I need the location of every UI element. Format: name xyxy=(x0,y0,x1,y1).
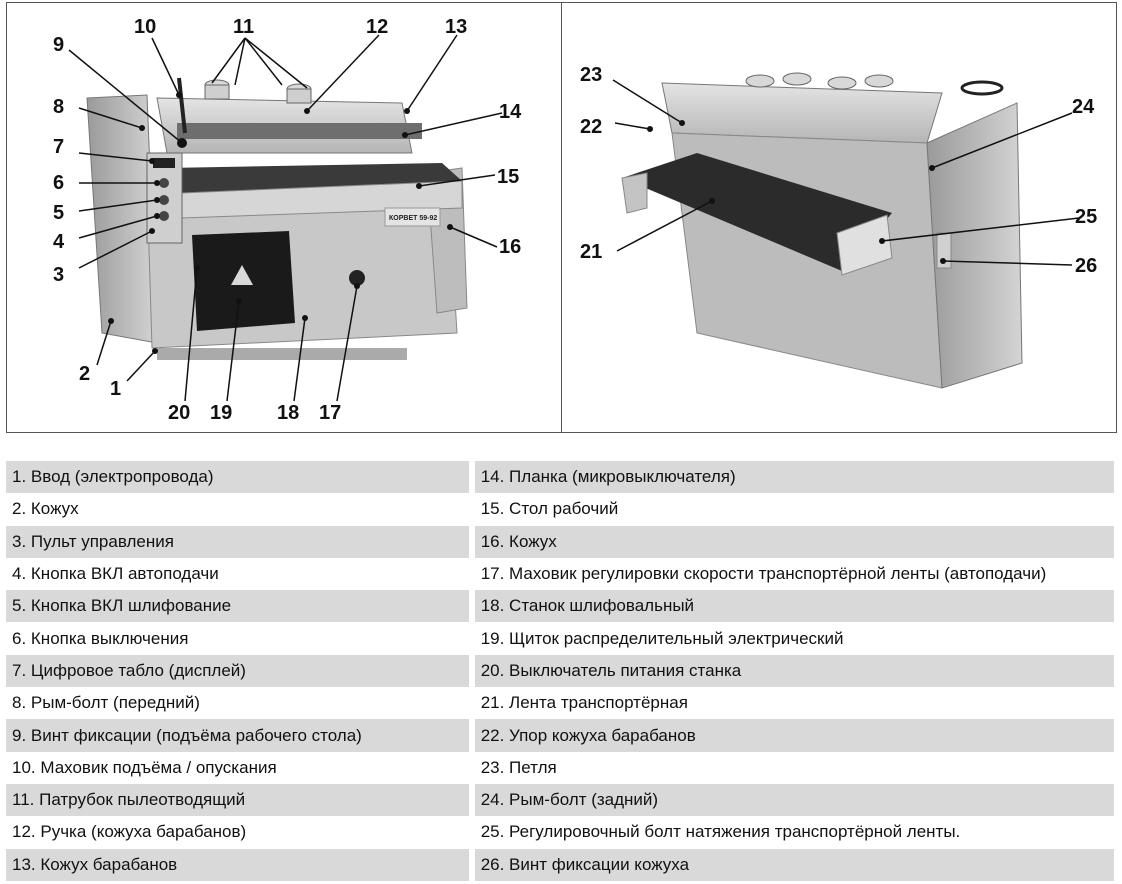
callout-10: 10 xyxy=(134,16,156,38)
machine-illustration: КОРВЕТ 59-92 xyxy=(53,16,1097,424)
callout-3: 3 xyxy=(53,264,64,286)
legend-item-right: 22. Упор кожуха барабанов xyxy=(474,719,1114,752)
callout-16: 16 xyxy=(499,236,521,258)
photo-divider xyxy=(561,3,562,432)
callout-25: 25 xyxy=(1075,206,1097,228)
callout-2: 2 xyxy=(79,363,90,385)
legend-row: 12. Ручка (кожуха барабанов)25. Регулиро… xyxy=(6,816,1114,849)
legend-item-left: 9. Винт фиксации (подъёма рабочего стола… xyxy=(6,719,475,752)
legend-item-left: 6. Кнопка выключения xyxy=(6,622,475,655)
callout-6: 6 xyxy=(53,172,64,194)
legend-row: 8. Рым-болт (передний)21. Лента транспор… xyxy=(6,687,1114,720)
leader-lines xyxy=(68,34,1080,402)
callout-22: 22 xyxy=(580,116,602,138)
callout-26: 26 xyxy=(1075,255,1097,277)
rear-view-photo xyxy=(621,72,1023,389)
legend-item-left: 4. Кнопка ВКЛ автоподачи xyxy=(6,557,475,591)
legend-row: 1. Ввод (электропровода)14. Планка (микр… xyxy=(6,461,1114,494)
legend-item-right: 14. Планка (микровыключателя) xyxy=(474,461,1114,494)
legend-item-right: 25. Регулировочный болт натяжения трансп… xyxy=(480,822,961,842)
callout-11: 11 xyxy=(233,16,254,38)
callout-18: 18 xyxy=(277,402,299,424)
legend-item-left: 13. Кожух барабанов xyxy=(6,848,475,881)
legend-item-right: 21. Лента транспортёрная xyxy=(480,693,688,713)
legend-item-left: 5. Кнопка ВКЛ шлифование xyxy=(6,590,475,623)
callout-7: 7 xyxy=(53,136,64,158)
callout-19: 19 xyxy=(210,402,232,424)
machine-plate: КОРВЕТ 59-92 xyxy=(389,215,437,222)
callout-1: 1 xyxy=(110,378,121,400)
callout-24: 24 xyxy=(1072,96,1095,118)
legend-item-left: 12. Ручка (кожуха барабанов) xyxy=(6,816,475,849)
legend-row: 9. Винт фиксации (подъёма рабочего стола… xyxy=(6,719,1114,752)
callout-20: 20 xyxy=(168,402,190,424)
legend-item-left: 8. Рым-болт (передний) xyxy=(6,687,475,720)
legend-item-right: 23. Петля xyxy=(480,757,557,777)
callout-23: 23 xyxy=(580,64,602,86)
callout-5: 5 xyxy=(53,202,64,224)
callout-8: 8 xyxy=(53,96,64,118)
callout-15: 15 xyxy=(497,166,519,188)
legend-item-right: 18. Станок шлифовальный xyxy=(474,590,1114,623)
parts-legend-table: 1. Ввод (электропровода)14. Планка (микр… xyxy=(6,461,1114,881)
callout-13: 13 xyxy=(445,16,467,38)
legend-item-right: 15. Стол рабочий xyxy=(480,499,619,519)
legend-item-left: 7. Цифровое табло (дисплей) xyxy=(6,654,475,688)
legend-item-left: 2. Кожух xyxy=(6,493,475,526)
callout-17: 17 xyxy=(319,402,341,424)
callout-12: 12 xyxy=(366,16,388,38)
leader-dots xyxy=(108,92,946,354)
legend-item-right: 24. Рым-болт (задний) xyxy=(474,783,1114,817)
legend-item-right: 26. Винт фиксации кожуха xyxy=(474,848,1114,881)
legend-item-left: 11. Патрубок пылеотводящий xyxy=(6,783,475,817)
callout-4: 4 xyxy=(53,231,65,253)
legend-item-left: 1. Ввод (электропровода) xyxy=(6,461,475,494)
front-view-photo: КОРВЕТ 59-92 xyxy=(86,77,468,360)
legend-item-right: 17. Маховик регулировки скорости транспо… xyxy=(480,564,1047,584)
legend-item-right: 19. Щиток распределительный электрически… xyxy=(480,628,844,648)
callout-14: 14 xyxy=(499,101,522,123)
callout-21: 21 xyxy=(580,241,602,263)
legend-item-right: 16. Кожух xyxy=(474,525,1114,558)
legend-item-left: 3. Пульт управления xyxy=(6,525,475,558)
legend-row: 7. Цифровое табло (дисплей)20. Выключате… xyxy=(6,654,1114,688)
figure-panel: КОРВЕТ 59-92 xyxy=(6,2,1117,433)
legend-item-left: 10. Маховик подъёма / опускания xyxy=(6,751,475,784)
legend-item-right: 20. Выключатель питания станка xyxy=(474,654,1114,688)
callout-9: 9 xyxy=(53,34,64,56)
